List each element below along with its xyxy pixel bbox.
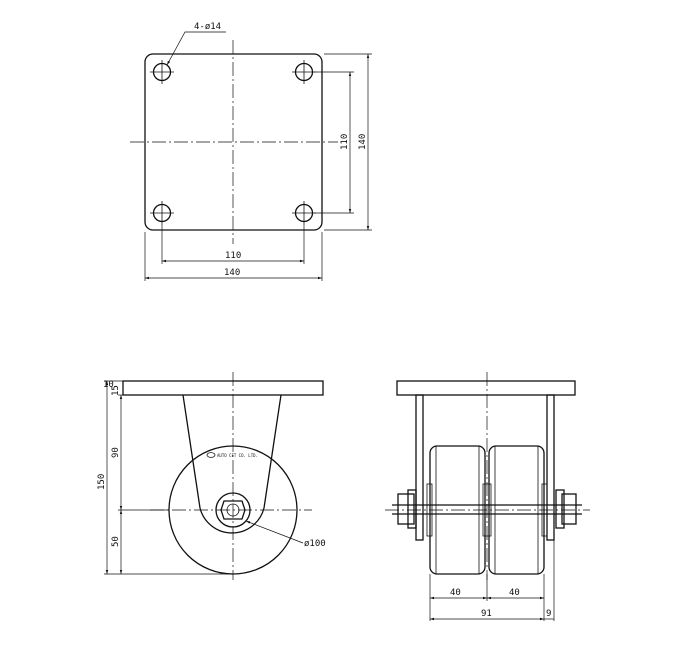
dim-axle-to-floor: 50 bbox=[111, 536, 121, 547]
dim-total-height: 150 bbox=[97, 474, 107, 490]
brand-text: AUTO CFT CO. LTD. bbox=[217, 453, 258, 458]
front-plate bbox=[396, 380, 576, 396]
front-view: 40 40 91 9 bbox=[385, 372, 590, 621]
axle-nut-left bbox=[397, 493, 415, 525]
dim-wheel-left: 40 bbox=[450, 588, 461, 598]
dim-wheel-right: 40 bbox=[509, 588, 520, 598]
axle-nut-right bbox=[561, 493, 577, 525]
fork-legs bbox=[182, 394, 282, 509]
dim-plate-height: 140 bbox=[358, 134, 368, 150]
side-plate bbox=[122, 380, 324, 396]
mounting-holes bbox=[150, 60, 316, 225]
axle-washer-left bbox=[407, 489, 417, 529]
dim-hole-spacing-v: 110 bbox=[340, 134, 350, 150]
wheel-diameter-leader bbox=[245, 520, 304, 544]
dim-overall-width: 91 bbox=[481, 609, 492, 619]
dim-offset: 9 bbox=[546, 609, 551, 619]
dim-plate-offset: 15 bbox=[111, 385, 121, 396]
top-view: 4-ø14 110 140 110 140 bbox=[130, 22, 372, 281]
fork-plate-right bbox=[546, 394, 555, 541]
dim-axle-height: 90 bbox=[111, 447, 121, 458]
mounting-plate-outline bbox=[144, 53, 323, 231]
fork-plate-left bbox=[415, 394, 424, 541]
side-view: AUTO CFT CO. LTD. ø100 150 90 50 10 15 bbox=[97, 372, 326, 580]
hole-note-leader bbox=[166, 31, 226, 66]
hole-note: 4-ø14 bbox=[194, 22, 221, 32]
fork-bottom bbox=[199, 507, 265, 534]
axle-washer-right bbox=[555, 489, 565, 529]
dim-plate-thickness: 10 bbox=[103, 380, 114, 390]
brand-logo-icon bbox=[206, 452, 216, 458]
dim-wheel-diameter: ø100 bbox=[304, 539, 326, 549]
dim-plate-width: 140 bbox=[224, 268, 240, 278]
dim-hole-spacing-h: 110 bbox=[225, 251, 241, 261]
